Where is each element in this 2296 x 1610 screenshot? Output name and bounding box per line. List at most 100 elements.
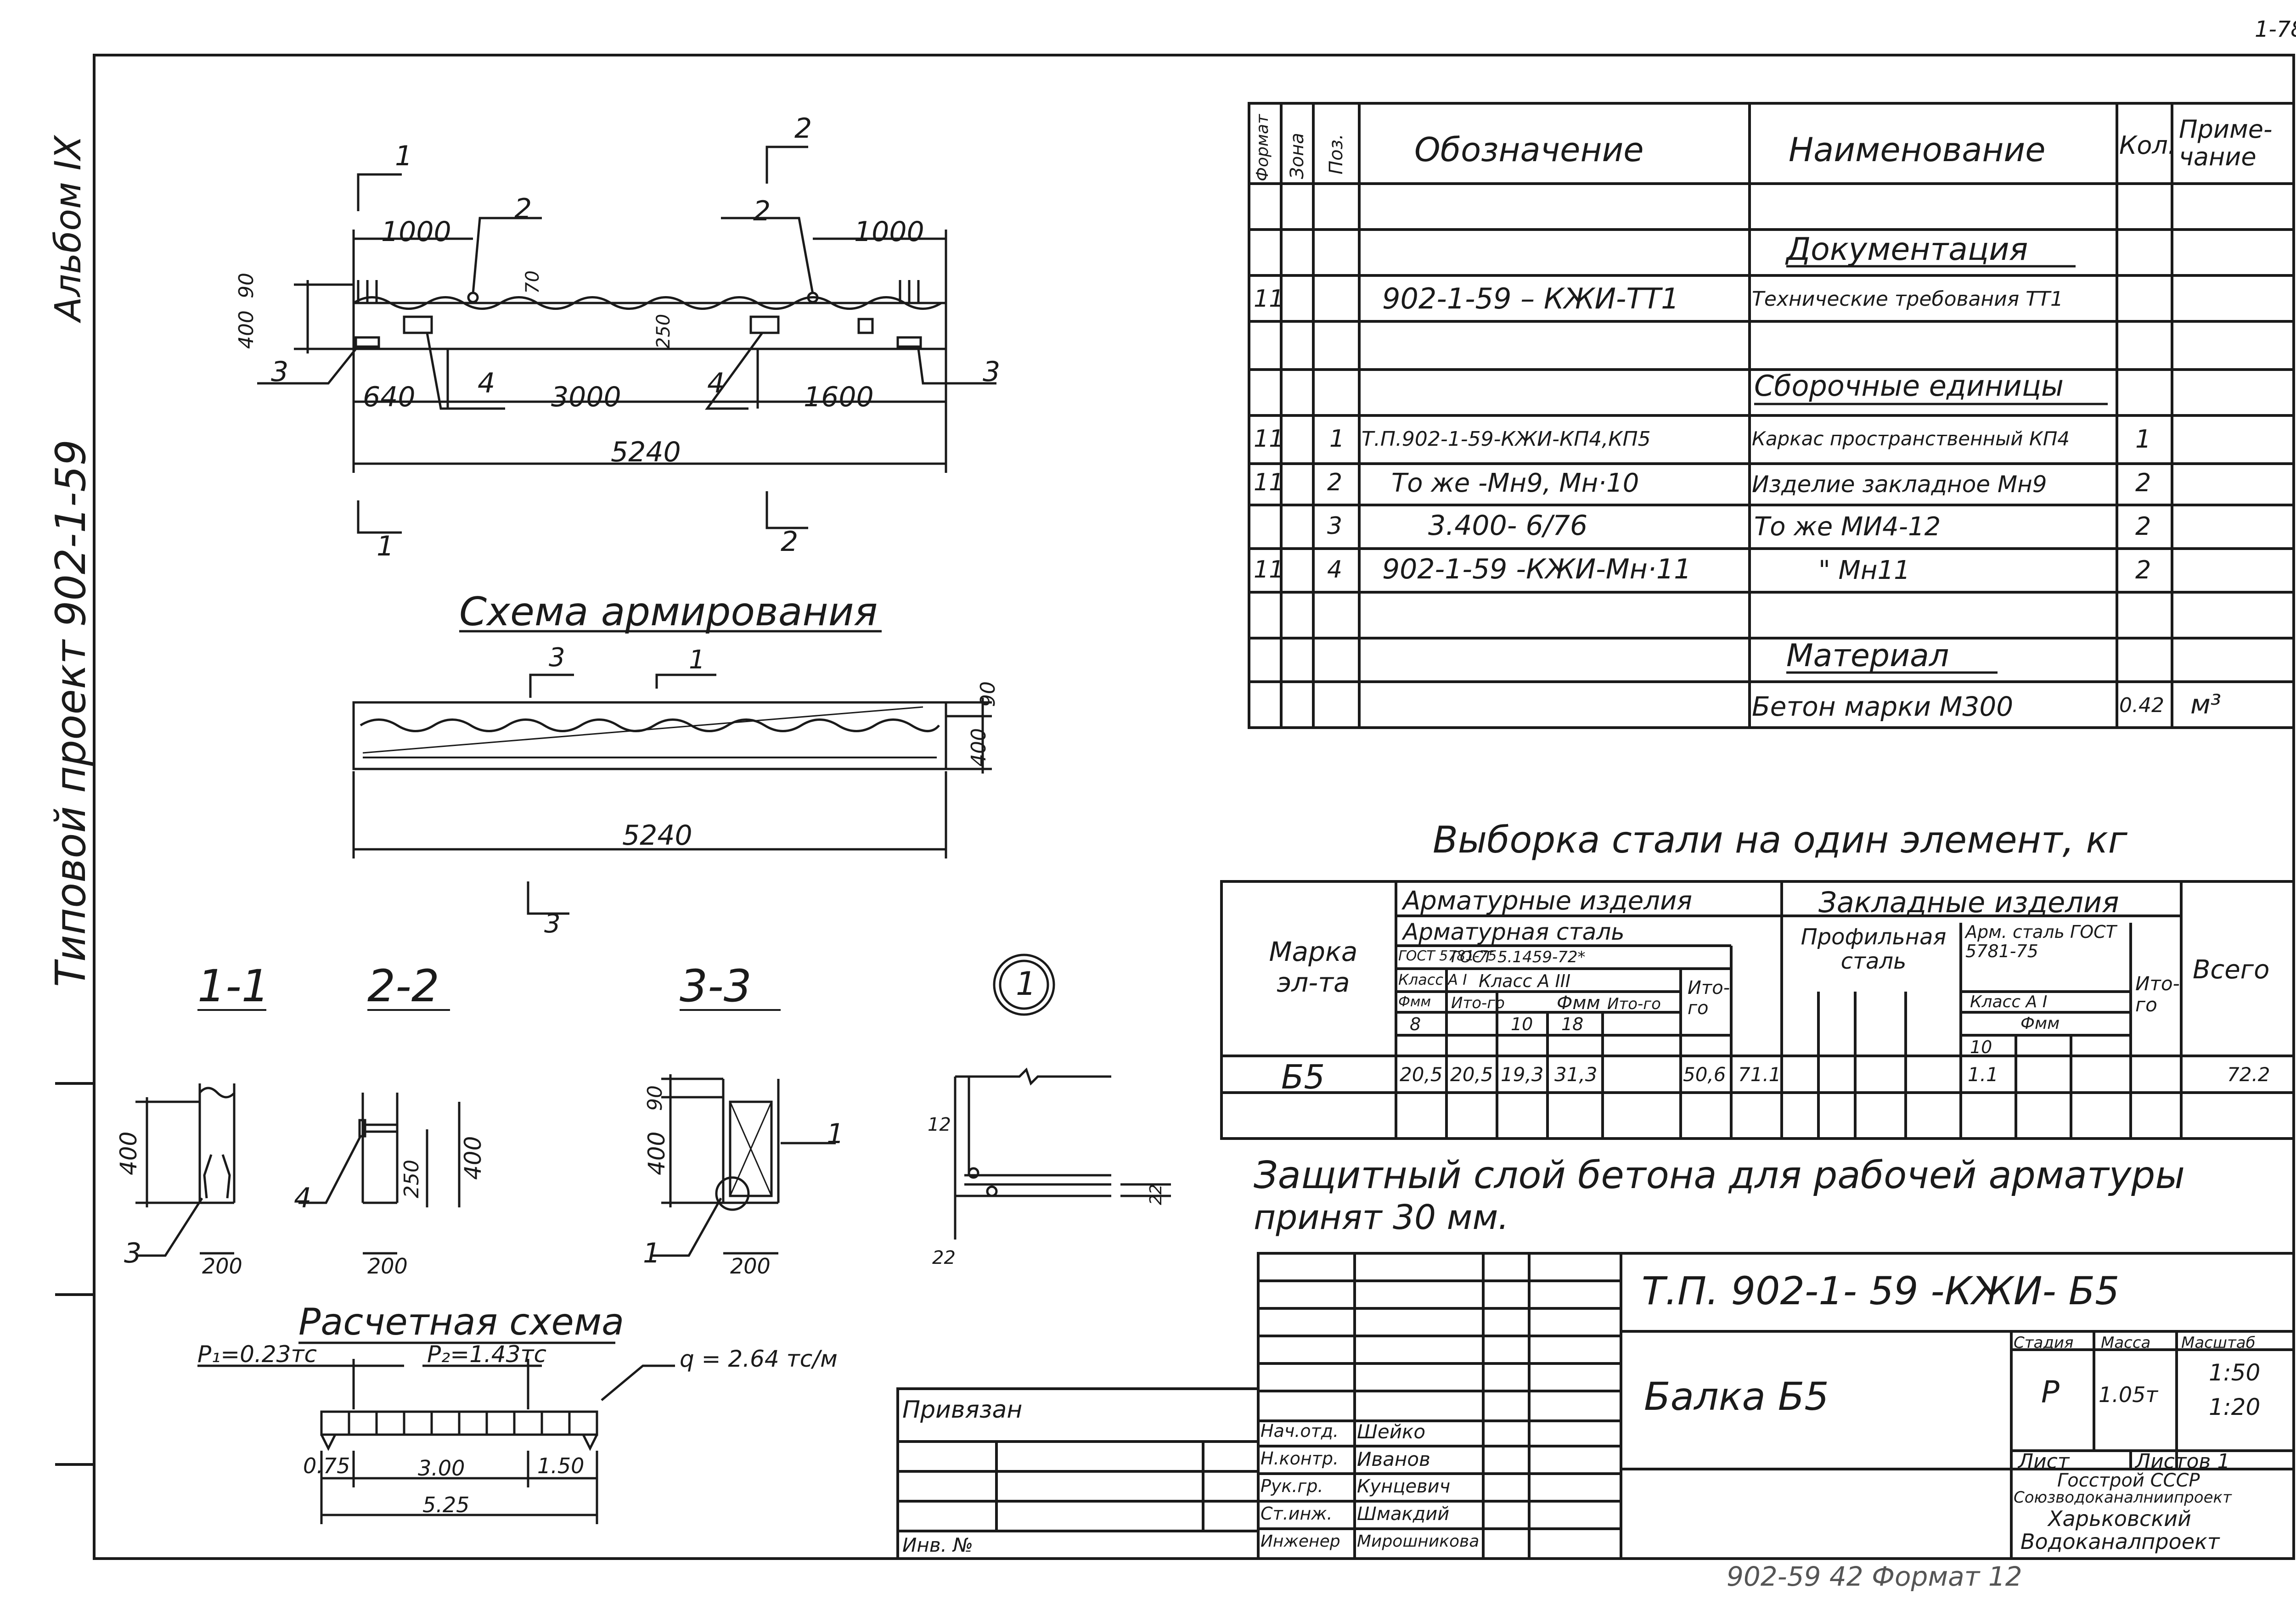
steel-header-arm-steel: Арм. сталь ГОСТ 5781-75: [1965, 922, 2116, 961]
steel-header-phi-val-2: 10: [1511, 1014, 1533, 1034]
steel-cell-mark: Б5: [1281, 1058, 1325, 1096]
stamp-person: Иванов: [1357, 1448, 1430, 1470]
stamp-listov: Листов 1: [2135, 1450, 2230, 1473]
steel-cell-b3: 50,6: [1683, 1063, 1726, 1086]
calc-scheme: [197, 1359, 675, 1524]
spec-cell-designation: 902-1-59 – КЖИ-ТТ1: [1382, 282, 1679, 315]
spec-cell-name: Бетон марки М300: [1752, 691, 2014, 722]
calc-load-q: q = 2.64 тс/м: [680, 1346, 838, 1372]
spec-cell-designation: 3.400- 6/76: [1428, 510, 1588, 542]
sheet-bottom-format: 902-59 42 Формат 12: [1727, 1561, 2022, 1592]
stamp-role: Нач.отд.: [1261, 1421, 1339, 1441]
stamp-privyazan: Привязан: [902, 1396, 1023, 1424]
stamp-scale-2: 1:20: [2209, 1394, 2261, 1420]
steel-header-rebar-products: Арматурные изделия: [1403, 886, 1693, 916]
stamp-person: Кунцевич: [1357, 1476, 1451, 1497]
dim-label: 3000: [551, 381, 621, 413]
scheme-section-mark-3: 3: [544, 909, 561, 939]
calc-dim: 1.50: [537, 1453, 585, 1478]
stamp-code: Т.П. 902-1- 59 -КЖИ- Б5: [1642, 1268, 2120, 1313]
spec-cell-name: " Мн11: [1818, 555, 1910, 585]
section-mark-1: 1: [395, 140, 413, 172]
section-dim: 200: [202, 1254, 242, 1279]
stamp-masshtab: Масштаб: [2181, 1334, 2256, 1352]
position-mark-2: 2: [753, 195, 771, 227]
stamp-massa-value: 1.05т: [2099, 1382, 2158, 1407]
section-dim: 250: [400, 1160, 423, 1198]
spec-cell-name: Изделие закладное Мн9: [1752, 471, 2047, 498]
steel-header-itogo-2: Ито-го: [1607, 995, 1661, 1013]
dim-label: 90: [235, 273, 258, 298]
steel-cell-total: 72.2: [2227, 1063, 2270, 1086]
project-label: Типовой проект 902-1-59: [47, 439, 95, 987]
steel-header-mark: Марка эл-та: [1269, 936, 1358, 998]
dim-label: 1000: [854, 216, 924, 248]
stamp-person: Шмакдий: [1357, 1503, 1450, 1525]
stamp-massa: Масса: [2101, 1334, 2151, 1352]
spec-cell-designation: Т.П.902-1-59-КЖИ-КП4,КП5: [1362, 427, 1651, 451]
steel-header-phi-val-4: 10: [1970, 1037, 1992, 1057]
scheme-dim-height: 400: [967, 728, 990, 767]
section-position-mark-1: 1: [643, 1237, 661, 1269]
corner-mark: 1-78: [2255, 17, 2296, 42]
spec-cell-qty: 2: [2135, 468, 2151, 497]
reinforcement-scheme: [352, 673, 992, 915]
stamp-org-3: Харьковский: [2048, 1506, 2191, 1531]
dim-label: 640: [363, 381, 416, 413]
spec-cell-pos: 1: [1329, 425, 1345, 453]
steel-header-class1: Класс А I: [1398, 971, 1467, 988]
section-mark-2: 2: [781, 526, 799, 558]
beam-elevation: [257, 146, 996, 534]
calc-scheme-title: Расчетная схема: [298, 1301, 625, 1343]
section-position-mark-1: 1: [827, 1118, 844, 1150]
steel-header-gost1: ГОСТ 5781-75: [1398, 948, 1497, 964]
stamp-scale-1: 1:50: [2209, 1359, 2261, 1386]
spec-cell-qty: 1: [2135, 425, 2151, 454]
section-dim: 400: [643, 1131, 670, 1175]
spec-cell-qty: 0.42: [2119, 694, 2164, 717]
calc-dim: 3.00: [418, 1456, 465, 1481]
dim-label: 400: [235, 310, 258, 349]
scheme-dim-cover: 90: [976, 681, 1000, 707]
scheme-position-mark-1: 1: [689, 645, 705, 675]
stamp-person: Мирошникова: [1357, 1532, 1480, 1551]
dim-label: 70: [522, 270, 543, 294]
spec-header-pos: Поз.: [1326, 134, 1347, 174]
section-label-1-1: 1-1: [197, 960, 270, 1012]
section-position-mark-3: 3: [124, 1237, 142, 1269]
steel-table-title: Выборка стали на один элемент, кг: [1433, 819, 2127, 861]
spec-section-units: Сборочные единицы: [1754, 369, 2064, 403]
stamp-org-2: Союзводоканалниипроект: [2014, 1488, 2232, 1507]
spec-header-qty: Кол.: [2119, 131, 2176, 160]
album-label: Альбом IX: [48, 135, 89, 321]
spec-cell-name: Технические требования ТТ1: [1752, 287, 2063, 311]
steel-header-itogo-1: Ито-го: [1451, 994, 1505, 1012]
note-text-line-1: Защитный слой бетона для рабочей арматур…: [1254, 1154, 2185, 1197]
note-text-line-2: принят 30 мм.: [1254, 1198, 1509, 1237]
spec-cell-pos: 4: [1327, 556, 1343, 583]
steel-cell-b2: 31,3: [1554, 1063, 1598, 1086]
spec-cell-name: То же МИ4-12: [1754, 512, 1941, 542]
position-mark-3: 3: [983, 356, 1001, 388]
calc-load-p2: P₂=1.43тс: [427, 1341, 547, 1368]
steel-header-profile: Профильная сталь: [1801, 924, 1947, 974]
sections: [135, 954, 1171, 1257]
steel-header-total: Всего: [2193, 955, 2270, 985]
steel-header-phi: Фмм: [1398, 994, 1431, 1010]
spec-cell-designation: 902-1-59 -КЖИ-Мн·11: [1382, 553, 1692, 585]
section-mark-2: 2: [794, 112, 812, 145]
section-position-mark-4: 4: [294, 1182, 312, 1214]
node-dim: 22: [932, 1247, 956, 1268]
scheme-section-mark-3: 3: [549, 643, 565, 673]
section-dim: 90: [643, 1085, 667, 1111]
spec-section-material: Материал: [1786, 638, 1949, 674]
spec-cell-designation: То же -Мн9, Мн·10: [1391, 468, 1639, 498]
spec-cell-format: 11: [1254, 425, 1284, 453]
stamp-person: Шейко: [1357, 1420, 1426, 1443]
scheme-dim-length: 5240: [622, 819, 692, 852]
dim-label: 5240: [611, 436, 681, 468]
spec-cell-format: 11: [1254, 285, 1284, 313]
section-dim: 400: [115, 1131, 142, 1175]
stamp-org-1: Госстрой СССР: [2057, 1470, 2200, 1491]
